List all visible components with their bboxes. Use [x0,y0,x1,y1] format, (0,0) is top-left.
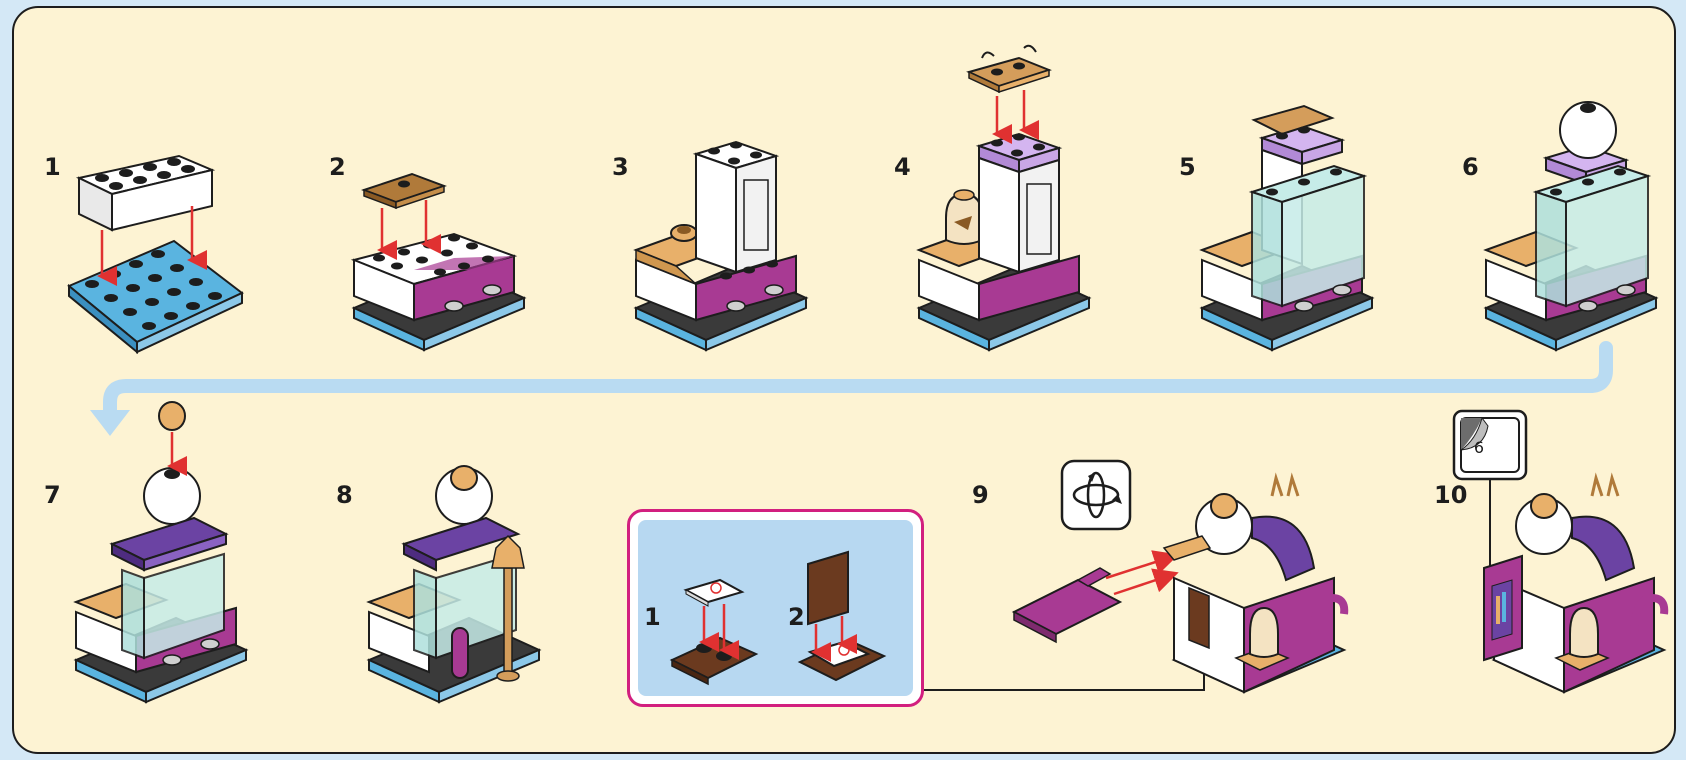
step-number-3: 3 [612,153,629,181]
step-number-4: 4 [894,153,911,181]
sub-step-1-illustration [669,578,759,686]
step-number-8: 8 [336,481,353,509]
instruction-page: 1 2 3 4 5 6 7 8 9 10 [12,6,1676,754]
step-number-1: 1 [44,153,61,181]
sub-assembly-illustrations [669,550,887,686]
step-4-illustration [916,44,1092,352]
step-number-7: 7 [44,481,61,509]
step-1-illustration [67,154,244,355]
step-8-illustration [366,465,542,704]
step-number-5: 5 [1179,153,1196,181]
build-illustrations [67,44,1669,704]
step-number-9: 9 [972,481,989,509]
step-3-illustration [633,140,809,352]
callout-connector-line [924,644,1214,691]
step-10-illustration [1483,472,1669,694]
step-number-2: 2 [329,153,346,181]
step-number-10: 10 [1434,481,1468,509]
step-7-illustration [73,401,249,704]
sticker-sheet-icon [1452,409,1528,576]
step-6-illustration [1483,101,1659,352]
flow-arrow [90,341,1613,436]
sub-step-number-2: 2 [788,603,805,631]
rotate-model-icon [1060,459,1132,531]
step-2-illustration [350,172,527,352]
sub-step-2-illustration [797,550,887,682]
callout-background: 1 2 [638,520,913,696]
sub-step-number-1: 1 [644,603,661,631]
step-number-6: 6 [1462,153,1479,181]
step-5-illustration [1199,104,1375,352]
sticker-sheet-number: 6 [1473,438,1485,457]
sub-assembly-callout: 1 2 [627,509,924,707]
step-9-illustration [1011,472,1349,694]
